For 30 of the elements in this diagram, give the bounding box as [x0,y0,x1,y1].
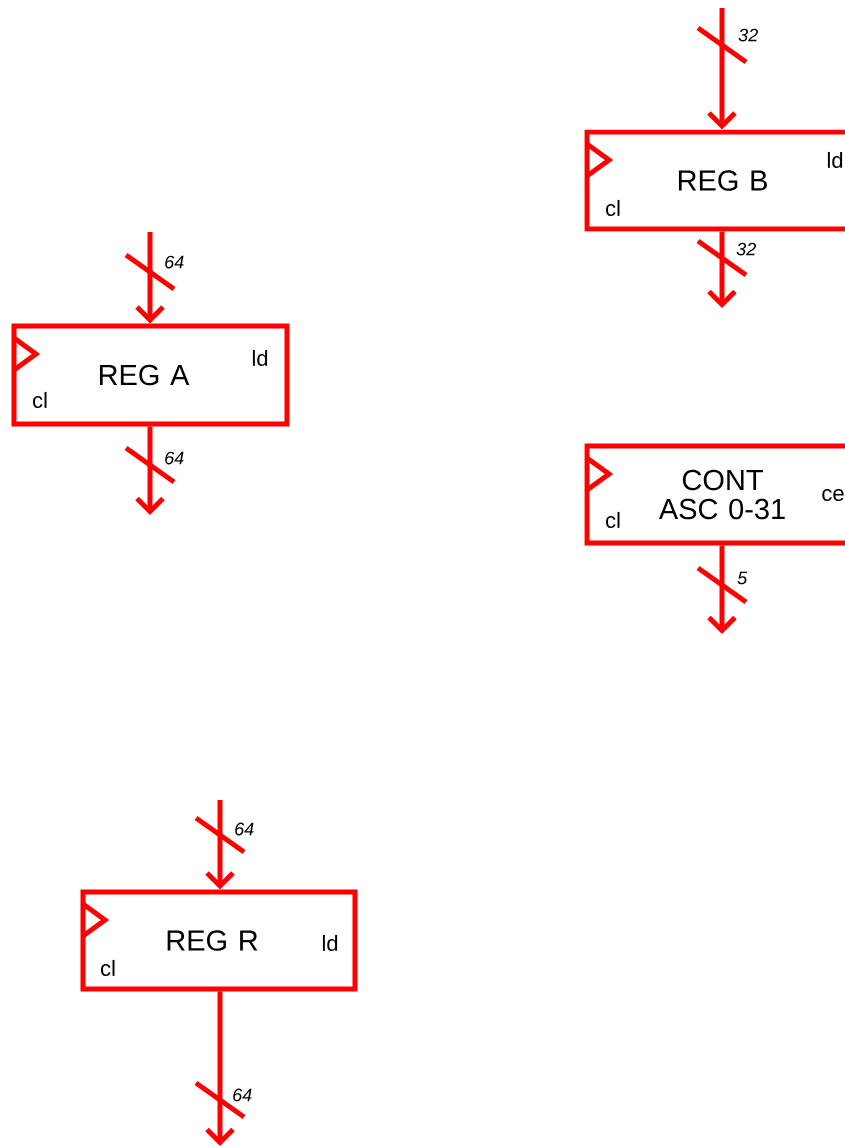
pin-label: cl [101,959,115,977]
edge-label: 5 [737,571,748,585]
pin-label: ld [827,151,843,169]
register-name: REG R [167,930,258,951]
register-name: CONT ASC 0-31 [658,469,785,520]
pin-label: ld [322,934,338,952]
register-name: REG A [99,364,190,386]
pin-label: cl [33,391,47,409]
arrow [707,545,737,634]
edge-label: 64 [235,822,254,836]
arrow [135,426,165,515]
pin-label: ce [822,489,844,502]
edge-label: 64 [165,255,184,269]
edge-label: 64 [165,451,184,465]
register-name: REG B [678,170,767,191]
register-box [80,889,358,992]
edge-label: 64 [233,1088,252,1102]
register-box [11,323,290,427]
edge-label: 32 [736,242,756,256]
arrow [707,8,737,130]
edge-label: 32 [738,28,758,42]
arrow [135,232,165,324]
register-box [584,129,845,232]
arrow [205,991,235,1146]
register-box [584,443,845,546]
arrow [205,800,235,890]
pin-label: cl [606,199,620,217]
arrow [707,231,737,308]
pin-label: cl [606,511,620,529]
pin-label: ld [252,349,268,367]
